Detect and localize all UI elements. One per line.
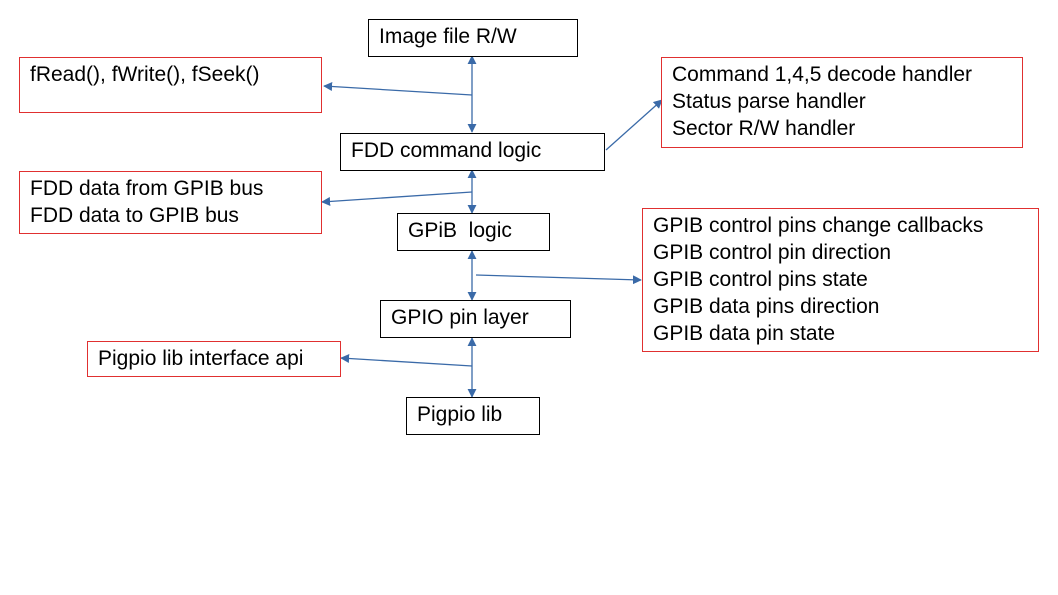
layer-pigpio-lib-label: Pigpio lib [417, 403, 503, 426]
layer-pigpio-lib: Pigpio lib [406, 397, 540, 435]
layer-gpib-logic: GPiB logic [397, 213, 550, 251]
note-gpib-pins: GPIB control pins change callbacks GPIB … [642, 208, 1039, 352]
note-pigpio-api: Pigpio lib interface api [87, 341, 341, 377]
note-pigpio-api-line: Pigpio lib interface api [98, 347, 304, 370]
layer-gpio-pin: GPIO pin layer [380, 300, 571, 338]
note-fdd-data: FDD data from GPIB bus FDD data to GPIB … [19, 171, 322, 234]
note-gpib-pins-line: GPIB data pins direction [653, 295, 880, 318]
arrow-to-gpib-pins [475, 274, 642, 285]
arrow-to-fdd-data [321, 191, 473, 206]
note-file-ops: fRead(), fWrite(), fSeek() [19, 57, 322, 113]
layer-gpio-pin-label: GPIO pin layer [391, 306, 529, 329]
arrow-to-file-ops [323, 81, 473, 96]
layer-fdd-command-label: FDD command logic [351, 139, 542, 162]
note-gpib-pins-line: GPIB control pins change callbacks [653, 214, 984, 237]
arrow-to-command-handlers [605, 99, 663, 151]
note-gpib-pins-line: GPIB data pin state [653, 322, 836, 345]
note-gpib-pins-line: GPIB control pins state [653, 268, 868, 291]
note-command-handlers-line: Command 1,4,5 decode handler [672, 63, 973, 86]
note-gpib-pins-line: GPIB control pin direction [653, 241, 892, 264]
note-command-handlers: Command 1,4,5 decode handler Status pars… [661, 57, 1023, 148]
layer-fdd-command: FDD command logic [340, 133, 605, 171]
layer-gpib-logic-label: GPiB logic [408, 219, 512, 242]
note-fdd-data-line: FDD data from GPIB bus [30, 177, 264, 200]
arrow-to-pigpio-api [340, 354, 473, 367]
note-file-ops-line: fRead(), fWrite(), fSeek() [30, 63, 260, 86]
note-fdd-data-line: FDD data to GPIB bus [30, 204, 239, 227]
layer-image-file: Image file R/W [368, 19, 578, 57]
note-command-handlers-line: Sector R/W handler [672, 117, 856, 140]
layer-image-file-label: Image file R/W [379, 25, 517, 48]
note-command-handlers-line: Status parse handler [672, 90, 866, 113]
